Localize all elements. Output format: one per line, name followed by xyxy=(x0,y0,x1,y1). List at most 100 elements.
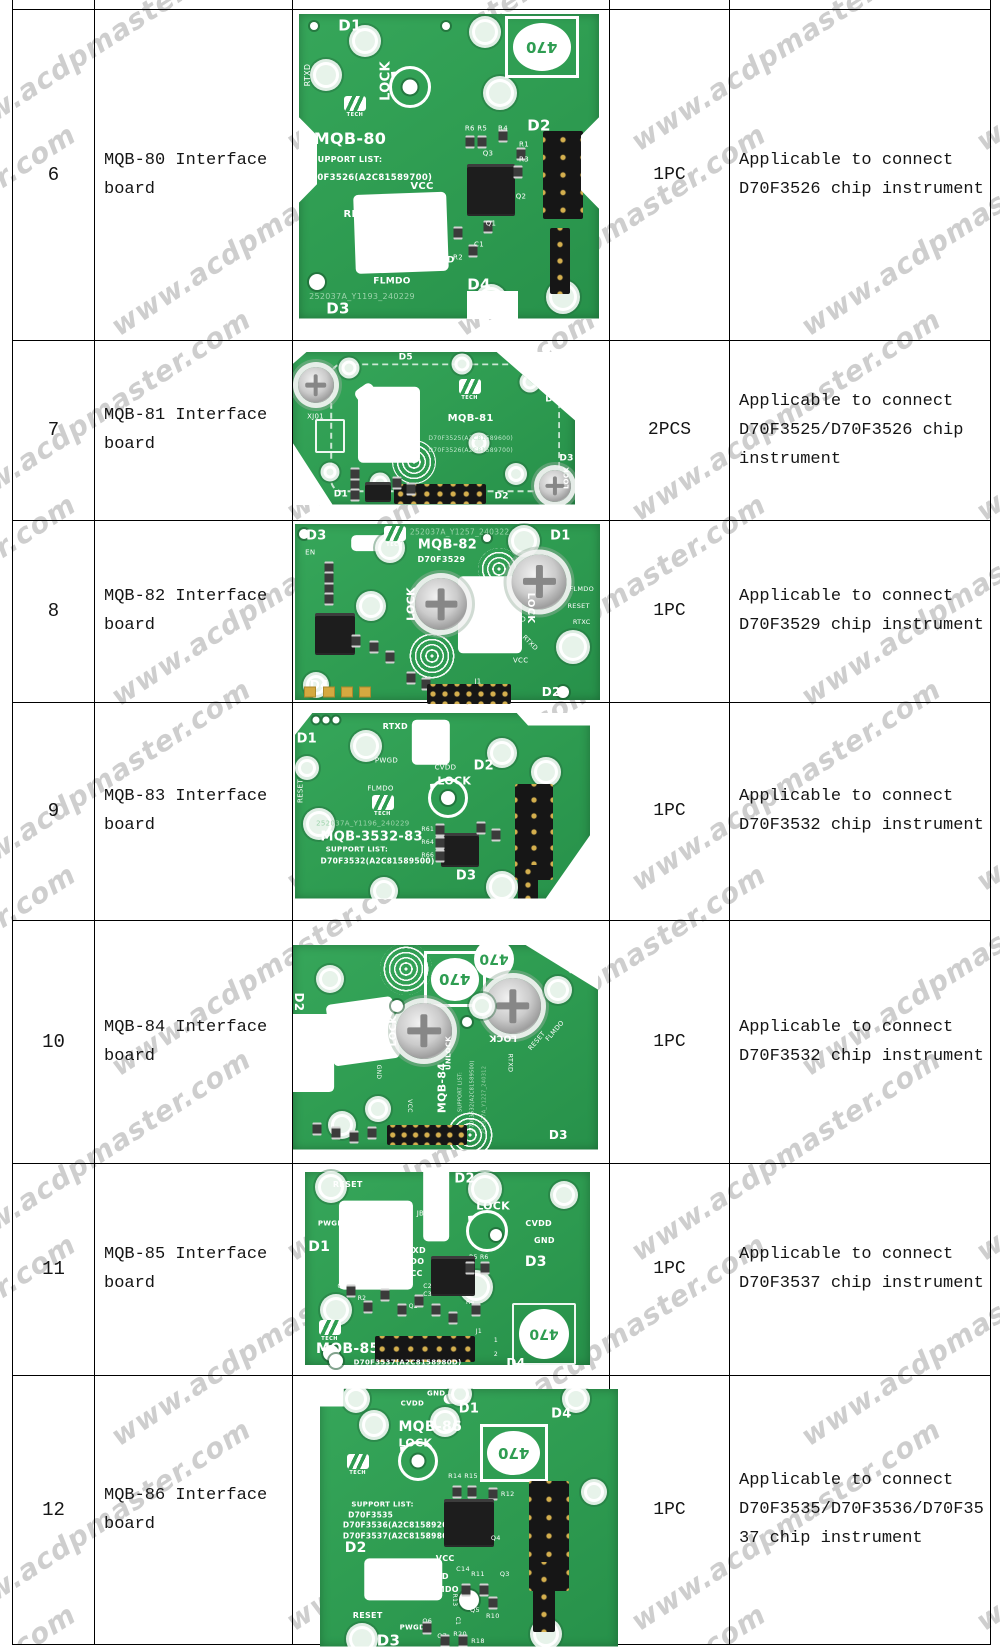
solder-pad xyxy=(344,1388,367,1410)
solder-pad xyxy=(372,880,395,899)
quantity-cell: 1PC xyxy=(609,1374,730,1645)
solder-pad xyxy=(323,1297,350,1324)
silkscreen-label: R18 xyxy=(471,1637,485,1646)
silkscreen-label: EN xyxy=(305,548,316,557)
silkscreen-label: R2 xyxy=(453,253,463,261)
silkscreen-label: D70F3529 xyxy=(417,555,466,565)
screw-icon xyxy=(484,978,541,1034)
lock-arrow-icon xyxy=(398,1440,439,1481)
silkscreen-label: FLMDO xyxy=(373,276,411,287)
silkscreen-label: FLMDO xyxy=(390,1257,425,1267)
silkscreen-label: R10 xyxy=(485,1611,500,1620)
yanhua-logo-mark xyxy=(383,525,406,541)
silkscreen-label: R20 xyxy=(453,1629,467,1638)
silkscreen-label: LOCK xyxy=(378,60,394,101)
silkscreen-label: SUPPORT LIST: xyxy=(457,1072,464,1113)
silkscreen-label: R1 xyxy=(519,140,529,149)
drill-hole xyxy=(322,716,330,724)
description-cell: Applicable to connect D70F3525/D70F3526 … xyxy=(729,339,991,521)
silkscreen-label: MQB-84 xyxy=(435,1062,449,1114)
silkscreen-label: R14 R15 xyxy=(448,1471,478,1480)
row-number: 12 xyxy=(42,1498,65,1521)
silkscreen-label: LOCK xyxy=(387,1015,399,1046)
silkscreen-label: XJ01 xyxy=(307,412,325,421)
smd-component xyxy=(477,135,487,149)
quantity: 1PC xyxy=(653,1031,686,1052)
silkscreen-label: RTXD xyxy=(423,1571,449,1581)
smd-component xyxy=(488,1487,498,1501)
yanhua-logo-mark xyxy=(318,1319,341,1335)
screw-icon xyxy=(396,1002,453,1059)
capacitor-470: 470 xyxy=(505,16,579,79)
quantity-cell: 1PC xyxy=(609,919,730,1164)
solder-pad xyxy=(341,360,357,376)
silkscreen-label: RESET xyxy=(493,627,501,649)
product-name-cell: MQB-86 Interface board xyxy=(94,1374,293,1645)
solder-tab xyxy=(359,686,372,698)
product-name-cell: MQB-84 Interface board xyxy=(94,919,293,1164)
smd-component xyxy=(349,1130,359,1144)
smd-component xyxy=(406,482,416,496)
solder-pad xyxy=(553,1183,576,1206)
smd-component xyxy=(468,244,478,258)
silkscreen-label: RESET xyxy=(352,1610,383,1620)
silkscreen-label: D70F3537(A2C8158980D) xyxy=(342,1530,459,1540)
silkscreen-label: D3 xyxy=(376,1631,401,1650)
quantity-cell: 1PC xyxy=(609,519,730,703)
solder-pad xyxy=(565,1388,588,1410)
drill-hole xyxy=(442,21,450,30)
smd-component xyxy=(479,1583,489,1597)
silkscreen-label: 1 xyxy=(493,1337,498,1345)
silkscreen-label: D70F3526(A2C81589700) xyxy=(303,172,433,183)
silkscreen-label: VCC xyxy=(410,181,434,193)
silkscreen-label: RTXD xyxy=(382,722,408,732)
solder-tab xyxy=(340,686,353,698)
drill-hole xyxy=(557,686,570,699)
row-number-cell: 11 xyxy=(12,1162,95,1376)
solder-pad xyxy=(488,874,515,899)
smd-component xyxy=(363,1300,373,1314)
silkscreen-label: C1 xyxy=(474,240,484,249)
silkscreen-label: J1 xyxy=(475,1327,482,1335)
product-name: MQB-84 Interface board xyxy=(104,1017,268,1066)
yanhua-logo-mark xyxy=(371,795,394,811)
silkscreen-label: MQB-86 xyxy=(398,1419,463,1436)
table-row-partial xyxy=(12,0,991,10)
smd-component xyxy=(465,135,475,149)
row-number-cell: 12 xyxy=(12,1374,95,1645)
smd-component xyxy=(465,1261,475,1275)
silkscreen-label: VCC xyxy=(435,1553,455,1563)
silkscreen-label: LOCK xyxy=(562,467,571,490)
silkscreen-label: R2 xyxy=(357,1294,367,1302)
silkscreen-label: D70F3532(A2C81589500) xyxy=(320,856,435,866)
silkscreen-label: MQB-85 xyxy=(315,1341,380,1358)
smd-component xyxy=(435,823,445,837)
smd-component xyxy=(513,165,523,179)
pin-header-connector xyxy=(550,227,570,294)
solder-pad xyxy=(368,1098,389,1119)
smd-component xyxy=(350,478,360,492)
solder-pad xyxy=(359,594,384,619)
yanhua-logo-text: TECH xyxy=(461,395,478,402)
silkscreen-label: 252037A_Y1257_240322 xyxy=(409,527,510,537)
smd-component xyxy=(467,1485,477,1499)
silkscreen-label: Q5 xyxy=(337,1283,347,1291)
silkscreen-label: R11 xyxy=(471,1570,485,1578)
smd-component xyxy=(324,571,334,585)
yanhua-logo-mark xyxy=(346,1453,369,1469)
product-name-cell: MQB-81 Interface board xyxy=(94,339,293,521)
quantity-cell: 1PC xyxy=(609,1162,730,1376)
silkscreen-label: RESET xyxy=(567,601,590,610)
pin-header-connector xyxy=(374,1336,475,1363)
solder-pad xyxy=(472,996,493,1016)
smd-component xyxy=(448,1311,458,1325)
smd-component xyxy=(452,1485,462,1499)
description-cell: Applicable to connect D70F3532 chip inst… xyxy=(729,919,991,1164)
solder-pad xyxy=(584,1481,605,1502)
